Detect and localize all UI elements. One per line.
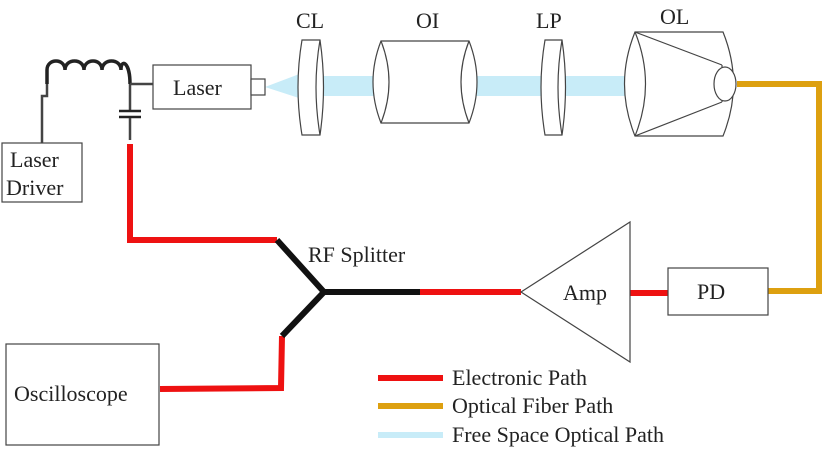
lp-polarizer-icon [540,39,567,136]
laser-label: Laser [173,75,223,100]
legend: Electronic Path Optical Fiber Path Free … [378,365,664,447]
rf-splitter-icon [274,237,420,339]
ol-label: OL [660,4,689,29]
legend-label-free-space: Free Space Optical Path [452,422,664,447]
cl-lens-icon [297,39,325,136]
oi-inner-curve-right [460,40,470,124]
laser-driver-label-line1: Laser [10,147,60,172]
ol-lens-icon [623,31,735,137]
amp-triangle-icon [519,220,631,364]
electronic-path-laser-to-splitter [127,144,277,243]
oscilloscope-box [5,343,160,446]
laser-driver-label-line2: Driver [6,175,64,200]
pd-label: PD [697,279,725,304]
laser-driver-box [1,142,83,203]
inductor-coil-icon [45,59,132,85]
cl-lens-inner-curve [315,39,321,136]
oscilloscope-label: Oscilloscope [14,381,128,406]
electronic-path-splitter-to-oscilloscope [159,335,285,392]
optical-fiber-path [737,81,822,294]
lp-label: LP [536,8,562,33]
driver-wire [40,84,49,143]
free-space-beam-cone [265,73,302,99]
ol-output-ring [713,66,737,102]
ol-inner-curve [634,31,647,137]
cl-label: CL [296,8,324,33]
laser-aperture-icon [250,78,266,96]
pd-box [667,267,769,316]
rf-splitter-label: RF Splitter [308,242,406,267]
amp-label: Amp [563,280,607,305]
legend-label-electronic: Electronic Path [452,365,587,390]
legend-label-fiber: Optical Fiber Path [452,393,613,418]
oi-inner-curve-left [380,40,390,124]
oi-label: OI [416,8,439,33]
lp-inner-curve [557,39,563,136]
